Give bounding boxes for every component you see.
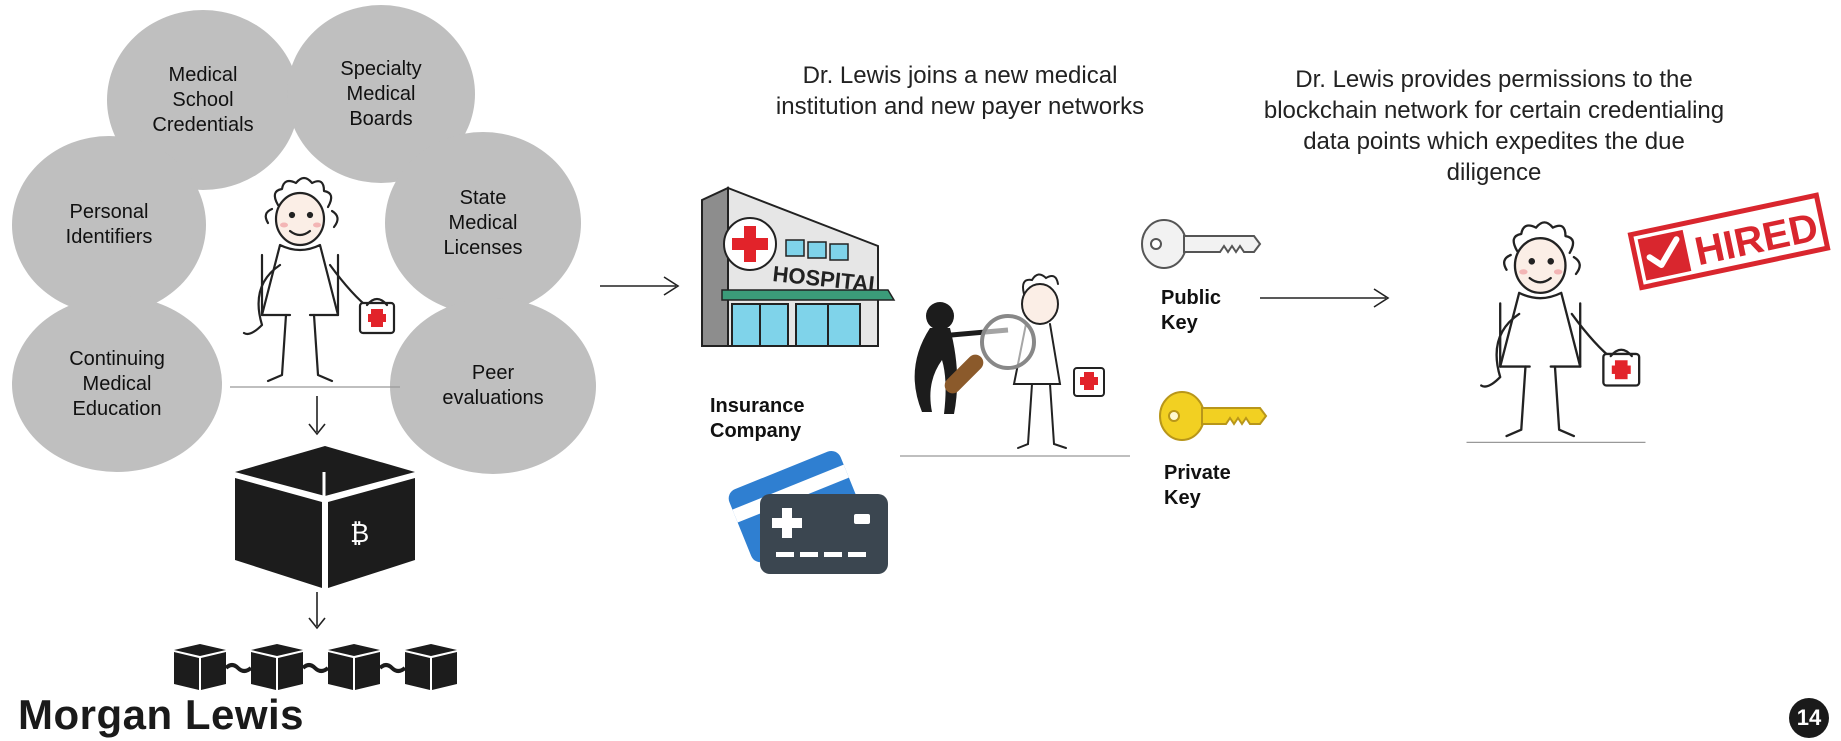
arrow-right-to-hired xyxy=(1260,288,1390,308)
arrow-down-to-chain xyxy=(308,592,326,630)
caption-permissions: Dr. Lewis provides permissions to the bl… xyxy=(1263,66,1725,186)
arrow-down-to-block xyxy=(308,396,326,436)
morgan-lewis-logo: Morgan Lewis xyxy=(18,691,305,738)
private-key-label: Private Key xyxy=(1164,462,1231,509)
insurance-company-label: Insurance Company xyxy=(710,395,805,442)
bubble-personal-identifiers: Personal Identifiers xyxy=(12,136,206,314)
bubble-continuing-medical-education: Continuing Medical Education xyxy=(12,296,222,472)
doctor-illustration-left xyxy=(230,176,400,388)
hospital-icon: HOSPITAL xyxy=(701,186,896,347)
insurance-card-icon xyxy=(728,450,888,574)
blockchain-chain-icon xyxy=(174,644,457,690)
blockchain-block-icon: ₿ xyxy=(235,446,415,588)
doctor-illustration-right xyxy=(1466,221,1646,443)
arrow-right-to-hospital xyxy=(600,276,680,296)
bubble-peer-evaluations: Peer evaluations xyxy=(390,298,596,474)
bitcoin-symbol: ₿ xyxy=(350,519,369,549)
page-number-badge: 14 xyxy=(1789,698,1829,738)
public-key-icon xyxy=(1141,219,1262,269)
caption-joins-institution: Dr. Lewis joins a new medical institutio… xyxy=(775,62,1145,120)
due-diligence-illustration xyxy=(900,273,1130,457)
bubble-state-medical-licenses: State Medical Licenses xyxy=(385,132,581,314)
bubble-specialty-medical-boards: Specialty Medical Boards xyxy=(287,5,475,183)
public-key-label: Public Key xyxy=(1161,287,1222,334)
private-key-icon xyxy=(1159,391,1268,441)
hired-stamp: HIRED xyxy=(1627,192,1831,291)
